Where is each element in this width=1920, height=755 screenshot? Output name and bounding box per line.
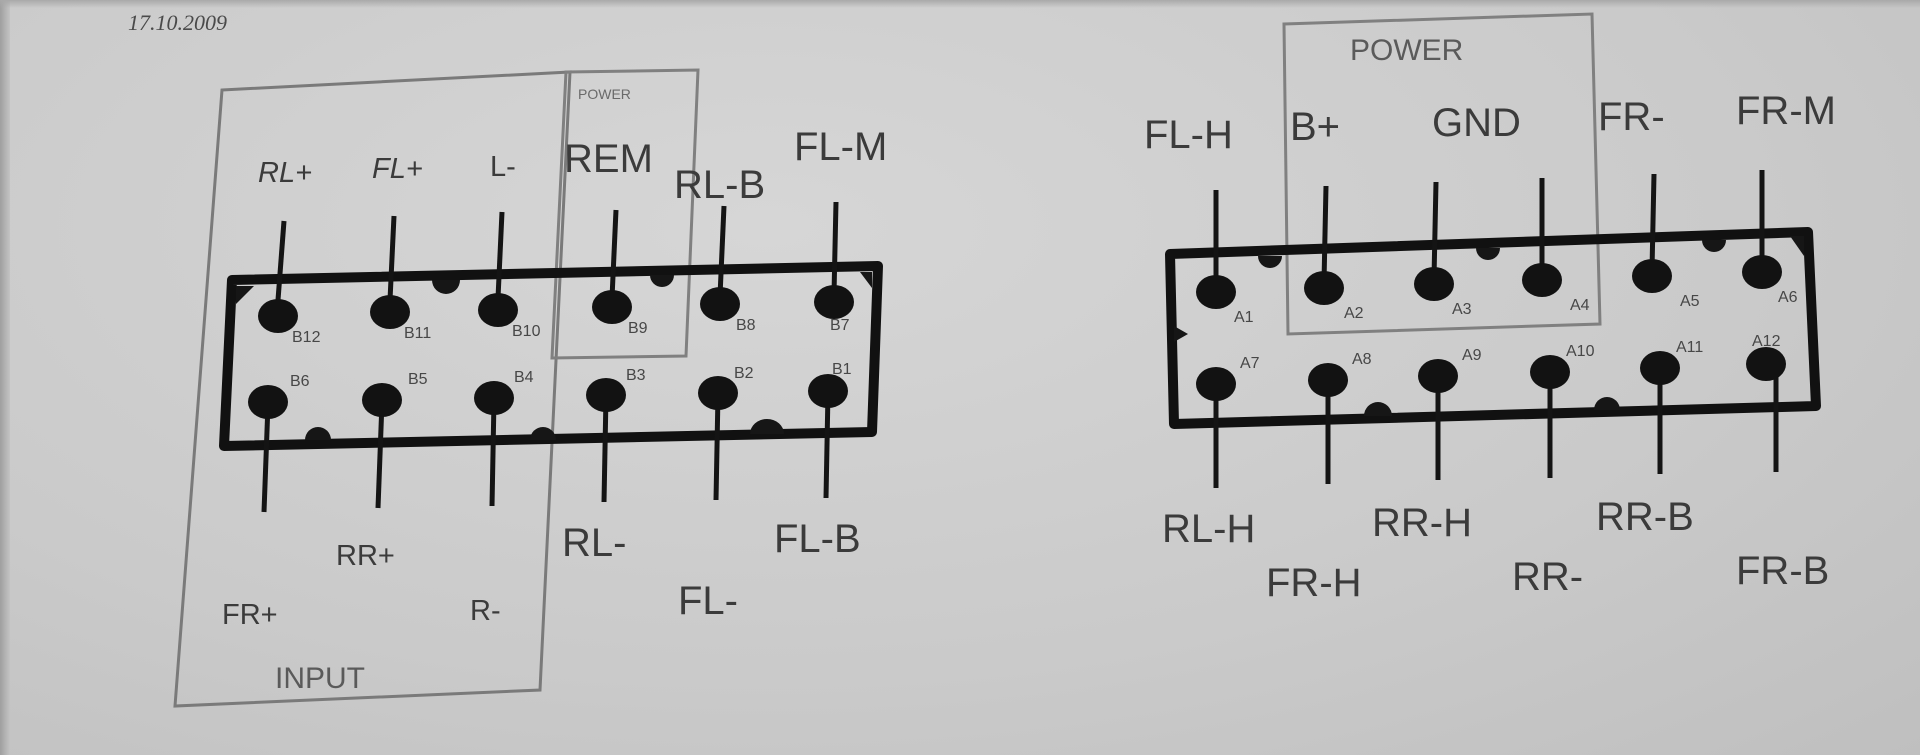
right-power-label: POWER xyxy=(1350,34,1463,67)
wire-label-fr-h: FR-H xyxy=(1266,561,1362,605)
left-connector-notches xyxy=(236,272,872,440)
date-stamp: 17.10.2009 xyxy=(128,10,227,35)
right-pins-top xyxy=(1196,255,1782,309)
wire-label-rl-b: RL-B xyxy=(674,163,765,207)
input-group-box xyxy=(173,70,572,708)
pin-label: A11 xyxy=(1676,339,1703,356)
wire-label-fl-m: FL-M xyxy=(794,125,887,169)
wire-label-gnd: GND xyxy=(1432,101,1521,145)
right-top-wires xyxy=(1213,170,1765,286)
wire-label-rl-plus: RL+ xyxy=(258,157,312,189)
pin-label: A5 xyxy=(1680,293,1700,310)
wire-label-fr-m: FR-M xyxy=(1736,89,1836,133)
wire-label-fl-plus: FL+ xyxy=(372,153,423,185)
left-connector-group: INPUT POWER xyxy=(173,68,887,708)
right-power-box xyxy=(1282,12,1602,336)
pin-label: B1 xyxy=(832,361,852,378)
left-pins-bottom xyxy=(248,374,848,419)
pin-label: B12 xyxy=(292,329,321,346)
pin-label: B6 xyxy=(290,373,310,390)
wire-label-rr-b: RR-B xyxy=(1596,495,1694,539)
right-bottom-wires xyxy=(1213,364,1779,488)
right-connector-notches xyxy=(1174,236,1804,416)
input-label: INPUT xyxy=(275,662,365,695)
paper-top-shade xyxy=(0,0,1920,8)
right-pins-bottom xyxy=(1196,347,1786,401)
pin-label: B3 xyxy=(626,367,646,384)
wire-label-fr-plus: FR+ xyxy=(222,599,278,631)
pin-label: A4 xyxy=(1570,297,1590,314)
pin-label: A7 xyxy=(1240,355,1260,372)
pin-label: B9 xyxy=(628,320,648,337)
pin-label: A3 xyxy=(1452,301,1472,318)
wire-label-rr-plus: RR+ xyxy=(336,540,395,572)
right-connector-group: POWER xyxy=(1144,12,1836,605)
right-connector-body xyxy=(1165,227,1821,429)
wire-label-rl-h: RL-H xyxy=(1162,507,1255,551)
pin-label: A9 xyxy=(1462,347,1482,364)
left-power-box xyxy=(550,68,700,360)
wire-label-fl-h: FL-H xyxy=(1144,113,1233,157)
wire-label-rem: REM xyxy=(564,137,653,181)
pin-label: B8 xyxy=(736,317,756,334)
wire-label-fr-b: FR-B xyxy=(1736,549,1829,593)
left-pins-top xyxy=(258,285,854,333)
wire-label-fl-b: FL-B xyxy=(774,517,861,561)
pin-label: A8 xyxy=(1352,351,1372,368)
pin-label: A1 xyxy=(1234,309,1254,326)
pin-label: A6 xyxy=(1778,289,1798,306)
pin-label: B2 xyxy=(734,365,754,382)
wire-label-rr-h: RR-H xyxy=(1372,501,1472,545)
left-power-label: POWER xyxy=(578,86,631,102)
left-connector-body xyxy=(219,261,883,451)
wire-label-rr-minus: RR- xyxy=(1512,555,1583,599)
pin-label: B10 xyxy=(512,323,541,340)
pin-label: A2 xyxy=(1344,305,1364,322)
left-bottom-wires xyxy=(261,391,831,513)
wire-label-r-minus: R- xyxy=(470,595,501,627)
pin-label: A12 xyxy=(1752,333,1781,350)
pin-label: A10 xyxy=(1566,343,1595,360)
pin-label: B5 xyxy=(408,371,428,388)
pin-label: B4 xyxy=(514,369,534,386)
pin-label: B7 xyxy=(830,317,850,334)
wire-label-fl-minus: FL- xyxy=(678,579,738,623)
wire-label-fr-minus: FR- xyxy=(1598,95,1665,139)
wire-label-l-minus: L- xyxy=(490,151,516,183)
left-top-wires xyxy=(275,201,839,301)
paper-edge xyxy=(0,0,10,755)
pin-label: B11 xyxy=(404,325,431,342)
wire-label-b-plus: B+ xyxy=(1290,105,1340,149)
wire-label-rl-minus: RL- xyxy=(562,521,626,565)
